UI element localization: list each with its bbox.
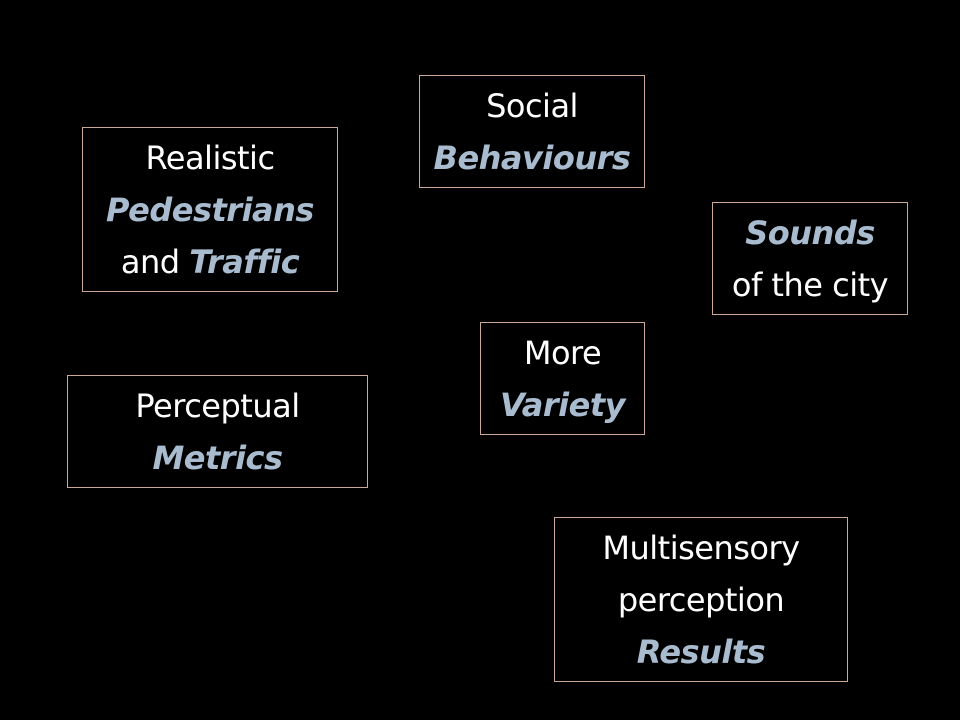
- box-line: Pedestrians: [106, 184, 314, 236]
- box-line: Variety: [500, 379, 625, 431]
- box-text: of the city: [731, 265, 889, 304]
- box-realistic-pedestrians: Realistic Pedestrians and Traffic: [82, 127, 338, 292]
- box-multisensory-perception-results: Multisensory perception Results: [554, 517, 848, 682]
- box-text: Social: [486, 86, 578, 125]
- box-text: More: [523, 333, 602, 372]
- box-sounds-of-the-city: Sounds of the city: [712, 202, 908, 315]
- box-text-emphasis: Variety: [500, 385, 625, 424]
- box-text-emphasis: Sounds: [745, 213, 875, 252]
- box-text-emphasis: Results: [636, 632, 766, 671]
- box-text-emphasis: Pedestrians: [106, 190, 314, 229]
- box-social-behaviours: Social Behaviours: [419, 75, 645, 188]
- box-line: Multisensory: [602, 522, 800, 574]
- box-text: and: [120, 242, 190, 281]
- box-text: Perceptual: [135, 386, 300, 425]
- box-text-emphasis: Metrics: [152, 438, 283, 477]
- box-text: perception: [617, 580, 785, 619]
- box-text-emphasis: Behaviours: [433, 138, 631, 177]
- box-more-variety: More Variety: [480, 322, 645, 435]
- box-line: and Traffic: [120, 236, 300, 288]
- box-line: Results: [636, 626, 766, 678]
- box-line: Social: [486, 80, 578, 132]
- box-line: Behaviours: [434, 132, 631, 184]
- box-line: Realistic: [145, 132, 275, 184]
- box-text-emphasis: Traffic: [189, 242, 300, 281]
- box-line: Perceptual: [135, 380, 300, 432]
- box-line: Metrics: [152, 432, 283, 484]
- box-line: Sounds: [745, 207, 875, 259]
- box-text: Realistic: [145, 138, 275, 177]
- box-line: More: [523, 327, 602, 379]
- box-perceptual-metrics: Perceptual Metrics: [67, 375, 368, 488]
- box-text: Multisensory: [602, 528, 800, 567]
- box-line: of the city: [731, 259, 889, 311]
- box-line: perception: [617, 574, 785, 626]
